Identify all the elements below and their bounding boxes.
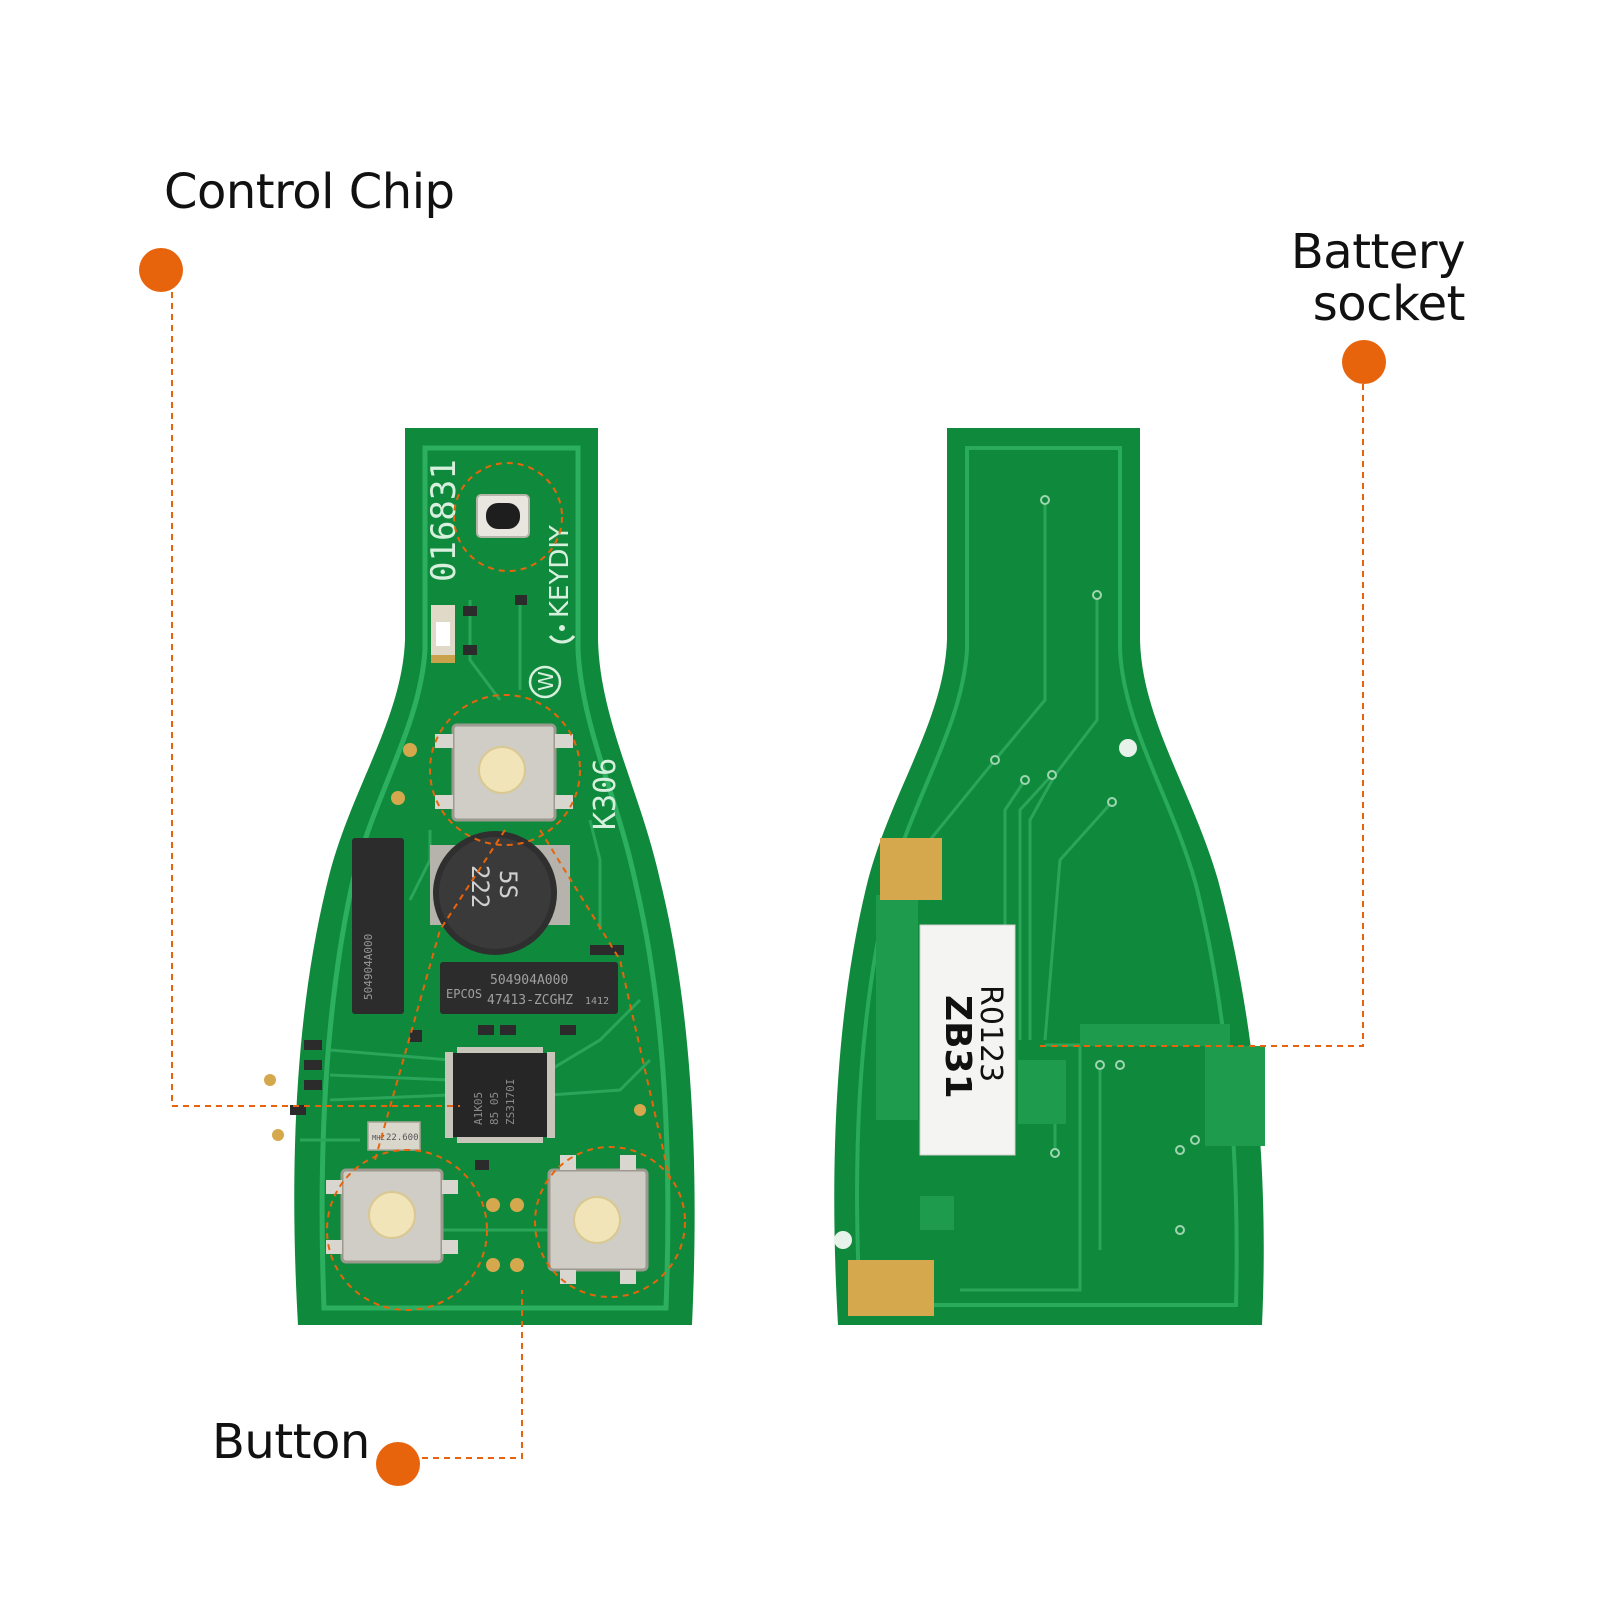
chip-marking-3: ZS3170I [504, 1079, 517, 1125]
lower-left-tactile-button [326, 1168, 458, 1264]
pcb-back-mounting-hole-bottom [834, 1231, 852, 1249]
saw-filter-date: 1412 [585, 996, 609, 1007]
keydiy-logo: KEYDIY [545, 525, 576, 644]
control-chip: A1K05 85 05 ZS3170I [445, 1047, 555, 1143]
pcb-back-edge [855, 446, 1239, 1307]
saw-filter-lot: 47413-ZCGHZ [487, 993, 573, 1008]
highlight-lower-left-button [326, 1149, 488, 1311]
chip-marking-2: 85 05 [488, 1092, 501, 1125]
upper-tactile-button [435, 723, 573, 822]
button-leader [422, 1290, 523, 1459]
crystal-frequency: 22.600 [386, 1133, 419, 1143]
control-chip-leader [171, 292, 460, 1107]
lower-right-tactile-button [547, 1155, 649, 1284]
battery-socket-label-line1: Battery [1290, 224, 1466, 280]
inductor-code-2: 222 [466, 865, 494, 908]
control-chip-marker-dot [139, 248, 183, 292]
pcb-back: ZB31 R0123 [834, 428, 1265, 1325]
w-mark-letter: W [534, 671, 558, 691]
highlight-lower-right-button [534, 1146, 686, 1298]
pcb-back-vias [990, 495, 1200, 1235]
saw-filter-brand: EPCOS [446, 987, 482, 1001]
w-mark [528, 665, 562, 699]
gold-pads [264, 743, 646, 1272]
saw-filter-vertical-part: 504904A000 [362, 934, 375, 1000]
pcb-front: 016831 KEYDIY W K306 [264, 428, 695, 1325]
inductor-code-1: 5S [494, 870, 522, 899]
control-chip-label: Control Chip [164, 164, 455, 220]
keydiy-brand-text: KEYDIY [545, 525, 575, 618]
top-tactile-switch [476, 494, 530, 538]
battery-socket-leader [1040, 384, 1364, 1047]
saw-filter-part: 504904A000 [490, 973, 568, 988]
pcb-front-traces [300, 600, 652, 1232]
battery-contact-pad-bottom [848, 1260, 934, 1316]
battery-socket-label: Battery socket [1240, 224, 1466, 332]
pcb-back-mounting-hole-top [1119, 739, 1137, 757]
highlight-upper-button [429, 694, 581, 846]
sticker-code-2: R0123 [973, 985, 1008, 1082]
battery-contact-pad-top [880, 838, 942, 900]
battery-socket-label-line2: socket [1312, 276, 1466, 332]
pcb-back-sticker: ZB31 R0123 [919, 924, 1016, 1156]
highlight-button-group-outline [374, 829, 671, 1181]
button-marker-dot [376, 1442, 420, 1486]
highlight-circles [326, 462, 686, 1311]
power-inductor: 5S 222 [430, 831, 570, 955]
pcb-serial-number: 016831 [424, 459, 464, 582]
crystal-unit: MHZ [372, 1134, 385, 1142]
button-label: Button [212, 1414, 370, 1470]
sticker-code-1: ZB31 [937, 995, 978, 1099]
pcb-back-copper-pads [876, 895, 1265, 1230]
crystal-oscillator: 22.600 MHZ [367, 1121, 421, 1151]
chip-marking-1: A1K05 [472, 1092, 485, 1125]
pcb-front-edge-trace [319, 445, 671, 1311]
led [431, 605, 455, 663]
saw-filter-horizontal: EPCOS 504904A000 47413-ZCGHZ 1412 [440, 962, 618, 1014]
highlight-top-switch [453, 462, 563, 572]
saw-filter-vertical: 504904A000 [352, 838, 404, 1014]
pcb-model-number: K306 [588, 758, 623, 830]
smd-components [290, 595, 624, 1170]
callout-leader-lines [171, 292, 1364, 1459]
battery-socket-marker-dot [1342, 340, 1386, 384]
